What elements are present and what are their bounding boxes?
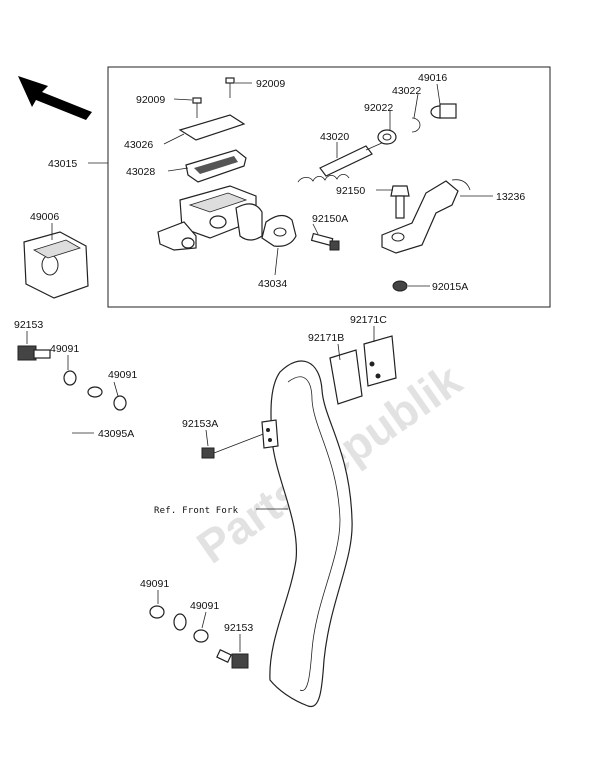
label-49016: 49016 [418, 72, 447, 84]
fork-guard [261, 335, 397, 707]
label-49091-d: 49091 [190, 600, 219, 612]
label-92015A: 92015A [432, 281, 468, 293]
label-92150: 92150 [336, 185, 365, 197]
label-92171C: 92171C [350, 314, 387, 326]
bolt-92153A [201, 432, 267, 459]
washer-49091-a [63, 370, 77, 386]
label-92171B: 92171B [308, 332, 344, 344]
label-92009-left: 92009 [136, 94, 165, 106]
master-cylinder-body [157, 185, 263, 251]
reservoir-cap [178, 114, 246, 141]
screw-92009-right [225, 77, 235, 98]
label-49091-b: 49091 [108, 369, 137, 381]
dust-boot [430, 103, 457, 119]
label-43020: 43020 [320, 131, 349, 143]
label-43022: 43022 [392, 85, 421, 97]
label-ref-front-fork: Ref. Front Fork [154, 506, 239, 516]
direction-arrow-icon [18, 76, 92, 120]
label-43034: 43034 [258, 278, 287, 290]
screw-92009-left [192, 97, 202, 118]
brake-hose [48, 386, 187, 670]
cover-49006 [23, 231, 89, 299]
label-43015: 43015 [48, 158, 77, 170]
brake-lever [381, 179, 471, 254]
bolt-92150A [310, 232, 340, 251]
label-92009-right: 92009 [256, 78, 285, 90]
nut-92015A [392, 280, 408, 292]
label-49091-c: 49091 [140, 578, 169, 590]
piston-kit [297, 141, 385, 183]
washer-49091-c [149, 605, 165, 619]
pivot-bolt [390, 185, 410, 219]
banjo-bolt-bottom [216, 649, 249, 669]
circlip [411, 117, 421, 133]
label-92153A: 92153A [182, 418, 218, 430]
label-92150A: 92150A [312, 213, 348, 225]
label-43026: 43026 [124, 139, 153, 151]
label-92022: 92022 [364, 102, 393, 114]
banjo-bolt-top [17, 345, 51, 361]
label-13236: 13236 [496, 191, 525, 203]
label-92153-top: 92153 [14, 319, 43, 331]
washer-49091-b [113, 395, 127, 411]
leader-lines [26, 82, 493, 652]
label-43028: 43028 [126, 166, 155, 178]
label-49091-a: 49091 [50, 343, 79, 355]
washer-49091-d [193, 629, 209, 643]
label-43095A: 43095A [98, 428, 134, 440]
assembly-box [107, 66, 551, 308]
label-92153-bottom: 92153 [224, 622, 253, 634]
label-49006: 49006 [30, 211, 59, 223]
